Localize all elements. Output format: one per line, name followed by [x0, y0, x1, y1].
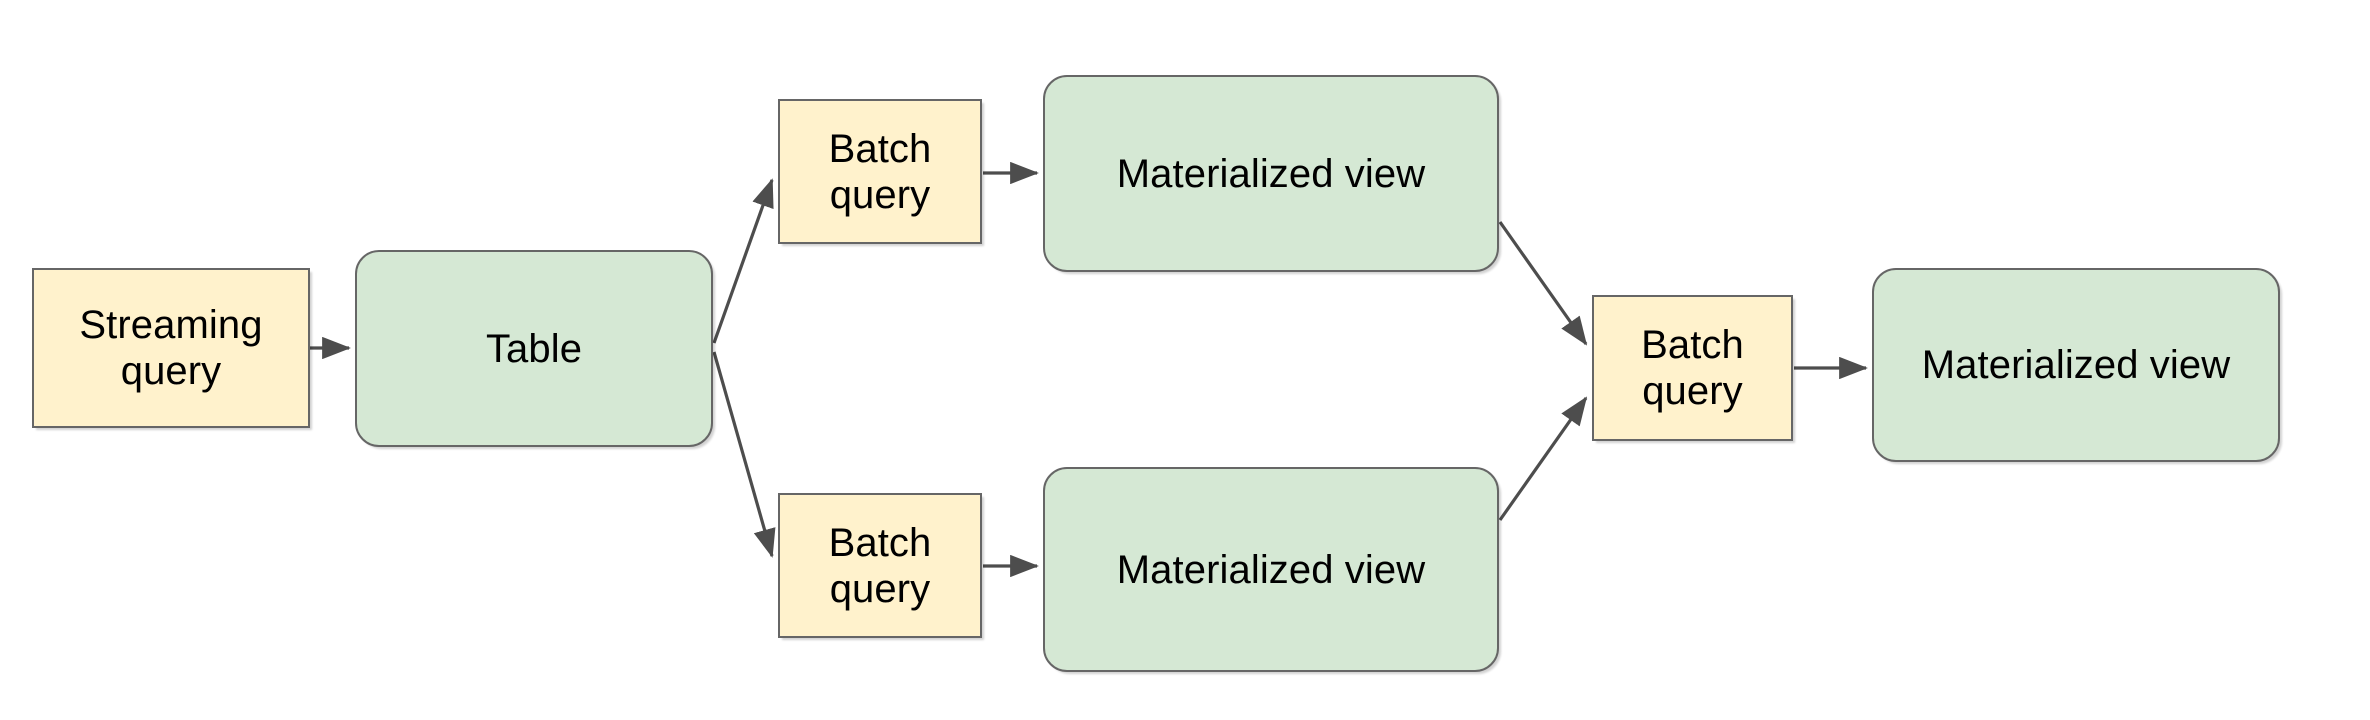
- edge-table-to-batch-query-bottom: [712, 351, 776, 558]
- node-label-batch-query-center: Batch query: [1641, 323, 1744, 413]
- node-label-table: Table: [485, 326, 583, 371]
- edge-materialized-view-bottom-to-batch-query-center: [1498, 396, 1588, 521]
- node-label-materialized-view-right: Materialized view: [1921, 343, 2231, 387]
- node-batch-query-center[interactable]: Batch query: [1592, 295, 1793, 441]
- node-label-streaming-query: Streaming query: [79, 303, 263, 393]
- node-label-batch-query-top: Batch query: [828, 126, 932, 217]
- node-label-materialized-view-top: Materialized view: [1116, 151, 1426, 196]
- node-label-materialized-view-bottom: Materialized view: [1116, 547, 1426, 592]
- edge-materialized-view-top-to-batch-query-center: [1498, 221, 1588, 346]
- node-streaming-query[interactable]: Streaming query: [32, 268, 310, 428]
- edge-table-to-batch-query-top: [712, 178, 774, 344]
- node-batch-query-top[interactable]: Batch query: [778, 99, 982, 244]
- node-materialized-view-bottom[interactable]: Materialized view: [1043, 467, 1499, 672]
- node-batch-query-bottom[interactable]: Batch query: [778, 493, 982, 638]
- node-materialized-view-top[interactable]: Materialized view: [1043, 75, 1499, 272]
- node-label-batch-query-bottom: Batch query: [828, 520, 932, 611]
- node-materialized-view-right[interactable]: Materialized view: [1872, 268, 2280, 462]
- node-table[interactable]: Table: [355, 250, 713, 447]
